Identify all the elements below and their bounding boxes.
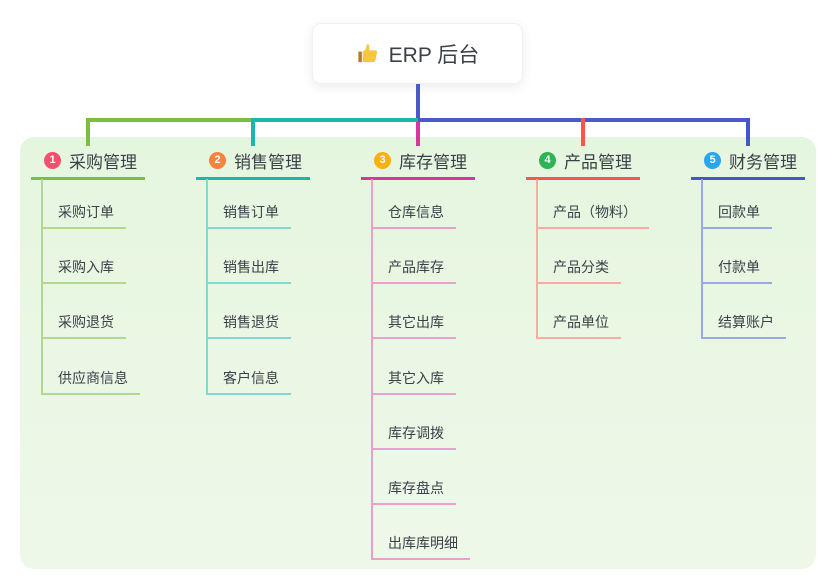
trunk-line xyxy=(416,84,420,120)
branch-label: 采购管理 xyxy=(69,152,137,172)
branch-drop-line xyxy=(251,118,255,146)
branch-label: 库存管理 xyxy=(399,152,467,172)
child-item[interactable]: 付款单 xyxy=(701,259,772,284)
branch-label: 产品管理 xyxy=(564,152,632,172)
branch-vertical-line xyxy=(41,179,43,395)
branch-number-badge: 1 xyxy=(44,151,61,169)
child-item[interactable]: 产品分类 xyxy=(536,259,621,284)
child-item[interactable]: 产品（物料） xyxy=(536,204,649,229)
branch-header-3[interactable]: 3 库存管理 xyxy=(361,150,475,180)
child-item[interactable]: 销售退货 xyxy=(206,314,291,339)
child-item[interactable]: 仓库信息 xyxy=(371,204,456,229)
child-item[interactable]: 库存盘点 xyxy=(371,480,456,505)
branch-header-1[interactable]: 1 采购管理 xyxy=(31,150,145,180)
branch-header-5[interactable]: 5 财务管理 xyxy=(691,150,805,180)
child-item[interactable]: 结算账户 xyxy=(701,314,786,339)
child-item[interactable]: 客户信息 xyxy=(206,370,291,395)
branch-number-badge: 5 xyxy=(704,151,721,169)
child-item[interactable]: 供应商信息 xyxy=(41,370,140,395)
child-item[interactable]: 其它出库 xyxy=(371,314,456,339)
branch-number-badge: 3 xyxy=(374,151,391,169)
child-item[interactable]: 采购入库 xyxy=(41,259,126,284)
branch-drop-line xyxy=(746,118,750,146)
child-item[interactable]: 库存调拨 xyxy=(371,425,456,450)
branch-drop-line xyxy=(581,118,585,146)
branch-header-4[interactable]: 4 产品管理 xyxy=(526,150,640,180)
branch-number-badge: 2 xyxy=(209,151,226,169)
child-item[interactable]: 采购退货 xyxy=(41,314,126,339)
child-item[interactable]: 产品单位 xyxy=(536,314,621,339)
background-panel xyxy=(20,137,816,569)
child-item[interactable]: 其它入库 xyxy=(371,370,456,395)
branch-vertical-line xyxy=(701,179,703,339)
thumbs-up-icon xyxy=(356,42,379,65)
branch-number-badge: 4 xyxy=(539,151,556,169)
child-item[interactable]: 采购订单 xyxy=(41,204,126,229)
branch-label: 财务管理 xyxy=(729,152,797,172)
branch-vertical-line xyxy=(371,179,373,560)
child-item[interactable]: 销售出库 xyxy=(206,259,291,284)
child-item[interactable]: 产品库存 xyxy=(371,259,456,284)
child-item[interactable]: 回款单 xyxy=(701,204,772,229)
branch-label: 销售管理 xyxy=(234,152,302,172)
branch-header-2[interactable]: 2 销售管理 xyxy=(196,150,310,180)
connector-bus-segment xyxy=(86,118,253,122)
child-item[interactable]: 出库库明细 xyxy=(371,535,470,560)
branch-vertical-line xyxy=(536,179,538,339)
root-label: ERP 后台 xyxy=(388,43,480,67)
branch-drop-line xyxy=(86,118,90,146)
root-node[interactable]: ERP 后台 xyxy=(312,23,523,84)
branch-drop-line xyxy=(416,122,420,146)
branch-vertical-line xyxy=(206,179,208,395)
connector-bus-segment xyxy=(253,118,418,122)
child-item[interactable]: 销售订单 xyxy=(206,204,291,229)
